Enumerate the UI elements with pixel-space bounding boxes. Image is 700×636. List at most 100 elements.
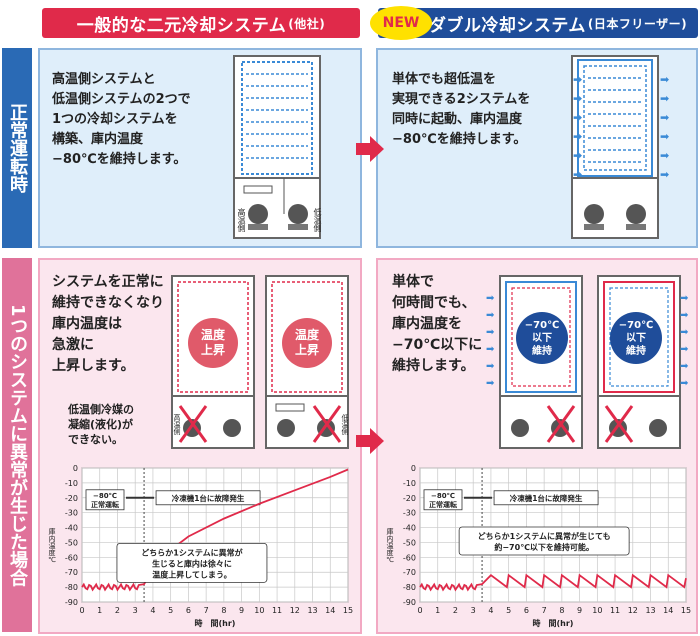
y-tick-label: -90 xyxy=(65,598,78,607)
x-tick-label: 13 xyxy=(307,606,317,615)
x-tick-label: 2 xyxy=(115,606,120,615)
header-double-cooling-suffix: (日本フリーザー) xyxy=(587,16,688,31)
y-tick-label: -80 xyxy=(403,583,416,592)
x-tick-label: 0 xyxy=(79,606,84,615)
normal-label: 正常運転 xyxy=(429,500,457,509)
x-tick-label: 3 xyxy=(471,606,476,615)
header-conventional: 一般的な二元冷却システム (他社) xyxy=(42,8,360,38)
maintain-badge: −70℃ 以下 維持 xyxy=(610,312,662,364)
x-tick-label: 2 xyxy=(453,606,458,615)
condense-note: 低温側冷媒の 凝縮(液化)が できない。 xyxy=(68,403,134,446)
x-tick-label: 14 xyxy=(325,606,335,615)
failure-conventional-text: システムを正常に 維持できなくなり 庫内温度は 急激に 上昇します。 xyxy=(52,274,164,374)
y-tick-label: -20 xyxy=(65,494,78,503)
x-tick-label: 12 xyxy=(628,606,638,615)
failure-double-text: 単体で 何時間でも、 庫内温度を −70℃以下に 維持します。 xyxy=(392,274,483,374)
y-tick-label: 0 xyxy=(73,464,78,473)
y-axis-label: 庫内温度℃ xyxy=(386,527,394,564)
y-tick-label: -30 xyxy=(65,509,78,518)
normal-label: 正常運転 xyxy=(91,500,119,509)
normal-label: −80℃ xyxy=(431,492,455,500)
x-axis-label: 時 間(hr) xyxy=(195,618,236,628)
callout-text: 生じると庫内は徐々に xyxy=(152,558,232,568)
x-tick-label: 5 xyxy=(506,606,511,615)
y-tick-label: 0 xyxy=(411,464,416,473)
y-tick-label: -10 xyxy=(403,479,416,488)
normal-label: −80℃ xyxy=(93,492,117,500)
maintain-badge: −70℃ 以下 維持 xyxy=(516,312,568,364)
normal-double-text: 単体でも超低温を 実現できる2システムを 同時に起動、庫内温度 −80℃を維持し… xyxy=(392,72,531,147)
x-tick-label: 10 xyxy=(592,606,602,615)
x-tick-label: 9 xyxy=(239,606,244,615)
callout-box xyxy=(458,526,630,556)
y-tick-label: -20 xyxy=(403,494,416,503)
y-axis-label: 庫内温度℃ xyxy=(48,527,56,564)
callout-text: どちらか1システムに異常が xyxy=(141,547,243,557)
arrow-right-icon xyxy=(356,136,384,162)
airflow-arrows-icon: ➡➡➡➡➡➡ xyxy=(486,293,495,389)
x-tick-label: 4 xyxy=(488,606,493,615)
x-tick-label: 10 xyxy=(254,606,264,615)
callout-text: 約−70℃以下を維持可能。 xyxy=(494,542,594,552)
new-badge: NEW xyxy=(370,6,432,40)
x-tick-label: 7 xyxy=(542,606,547,615)
y-tick-label: -40 xyxy=(403,524,416,533)
x-tick-label: 14 xyxy=(663,606,673,615)
unit-label-low: 低温側 xyxy=(313,208,322,232)
airflow-arrows-icon: ➡➡➡➡➡➡ xyxy=(680,293,689,389)
normal-conventional-text: 高温側システムと 低温側システムの2つで 1つの冷却システムを 構築、庫内温度 … xyxy=(52,72,191,167)
x-tick-label: 3 xyxy=(133,606,138,615)
y-tick-label: -70 xyxy=(403,568,416,577)
y-tick-label: -70 xyxy=(65,568,78,577)
side-label-failure: 1つのシステムに異常が生じた場合 xyxy=(2,258,32,632)
x-axis-label: 時 間(hr) xyxy=(533,618,574,628)
fault-label: 冷凍機1台に故障発生 xyxy=(172,493,245,503)
x-tick-label: 13 xyxy=(645,606,655,615)
series-line xyxy=(419,573,687,592)
x-tick-label: 7 xyxy=(204,606,209,615)
y-tick-label: -90 xyxy=(403,598,416,607)
fault-label-box xyxy=(493,490,599,506)
normal-label-box xyxy=(85,489,125,511)
x-tick-label: 15 xyxy=(343,606,353,615)
y-tick-label: -50 xyxy=(65,538,78,547)
freezer-double-normal xyxy=(571,55,659,239)
x-tick-label: 1 xyxy=(435,606,440,615)
header-conventional-title: 一般的な二元冷却システム xyxy=(76,15,287,36)
temp-rise-badge: 温度 上昇 xyxy=(188,318,238,368)
x-tick-label: 9 xyxy=(577,606,582,615)
x-tick-label: 8 xyxy=(559,606,564,615)
unit-label-high: 高温側 xyxy=(173,414,181,435)
y-tick-label: -10 xyxy=(65,479,78,488)
x-tick-label: 12 xyxy=(290,606,300,615)
x-tick-label: 4 xyxy=(150,606,155,615)
unit-label-low: 低温側 xyxy=(341,414,349,435)
x-tick-label: 11 xyxy=(272,606,282,615)
x-tick-label: 6 xyxy=(524,606,529,615)
x-tick-label: 11 xyxy=(610,606,620,615)
airflow-arrows-icon: ➡➡➡➡➡➡ xyxy=(660,73,670,181)
airflow-arrows-icon: ➡➡➡➡➡➡ xyxy=(573,73,583,181)
callout-text: 温度上昇してしまう。 xyxy=(152,569,231,579)
fault-label: 冷凍機1台に故障発生 xyxy=(510,493,583,503)
header-conventional-suffix: (他社) xyxy=(288,16,326,31)
x-tick-label: 6 xyxy=(186,606,191,615)
callout-box xyxy=(116,542,268,583)
unit-label-high: 高温側 xyxy=(237,208,246,232)
x-tick-label: 15 xyxy=(681,606,691,615)
freezer-conventional-normal xyxy=(233,55,321,239)
fault-label-box xyxy=(155,490,261,506)
y-tick-label: -60 xyxy=(403,553,416,562)
y-tick-label: -50 xyxy=(403,538,416,547)
arrow-right-icon xyxy=(356,428,384,454)
side-label-normal: 正常運転時 xyxy=(2,48,32,248)
normal-label-box xyxy=(423,489,463,511)
x-tick-label: 8 xyxy=(221,606,226,615)
callout-text: どちらか1システムに異常が生じても xyxy=(478,531,611,541)
header-double-cooling: ダブル冷却システム (日本フリーザー) xyxy=(378,8,698,38)
x-tick-label: 1 xyxy=(97,606,102,615)
temp-rise-badge: 温度 上昇 xyxy=(282,318,332,368)
freezer-double-failure xyxy=(499,275,681,449)
y-tick-label: -80 xyxy=(65,583,78,592)
